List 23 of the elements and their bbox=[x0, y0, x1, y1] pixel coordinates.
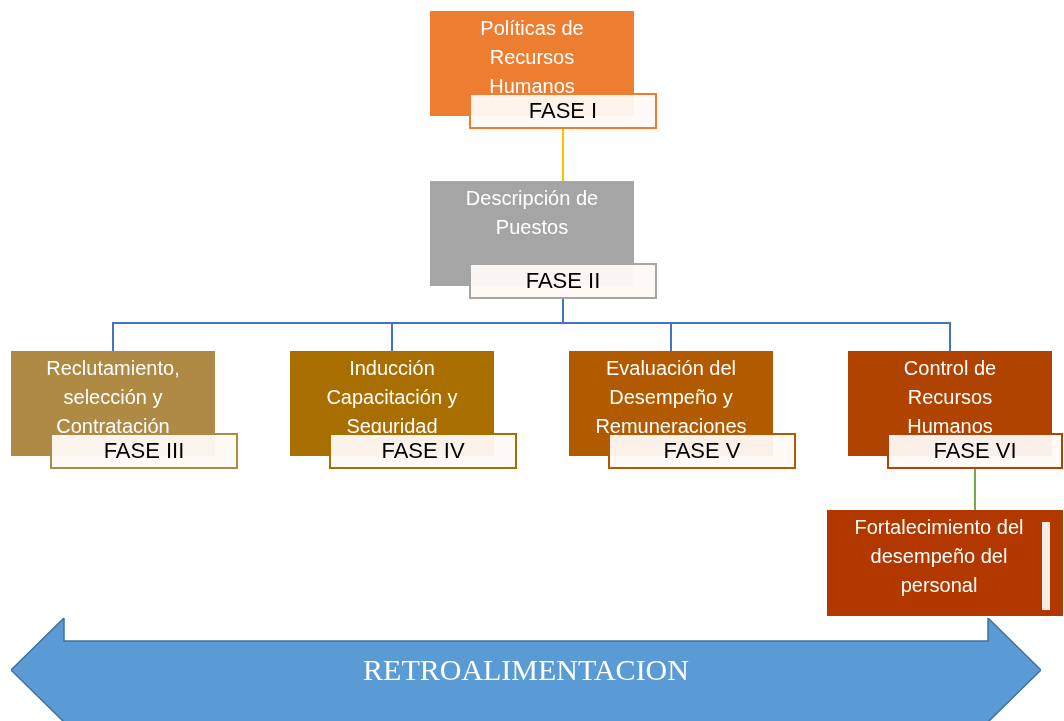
node-text: Inducción Capacitación y Seguridad bbox=[325, 356, 459, 439]
phase-label-box bbox=[469, 93, 657, 129]
node-text: FASE III bbox=[103, 440, 185, 462]
double-arrow bbox=[11, 618, 1041, 721]
node-text: Políticas de Recursos Humanos bbox=[479, 16, 585, 99]
node-text: Reclutamiento, selección y Contratación bbox=[45, 356, 181, 439]
node-text: RETROALIMENTACION bbox=[363, 652, 689, 688]
node-text: Control de Recursos Humanos bbox=[902, 356, 998, 439]
node-text: FASE V bbox=[663, 440, 741, 462]
process-box bbox=[827, 510, 1063, 616]
node-text: FASE I bbox=[528, 100, 598, 122]
node-text: FASE IV bbox=[381, 440, 465, 462]
node-text: Descripción de Puestos bbox=[464, 186, 600, 240]
phase-label-box bbox=[50, 433, 238, 469]
phase-label-box bbox=[469, 263, 657, 299]
node-text: FASE VI bbox=[933, 440, 1017, 462]
phase-label-box bbox=[608, 433, 796, 469]
connector-line bbox=[974, 468, 976, 511]
node-text: FASE II bbox=[525, 270, 601, 292]
node-text: Fortalecimiento del desempeño del personal bbox=[853, 515, 1025, 598]
connector-line bbox=[562, 128, 564, 182]
node-text: Evaluación del Desempeño y Remuneraciones bbox=[594, 356, 748, 439]
phase-label-box bbox=[887, 433, 1063, 469]
